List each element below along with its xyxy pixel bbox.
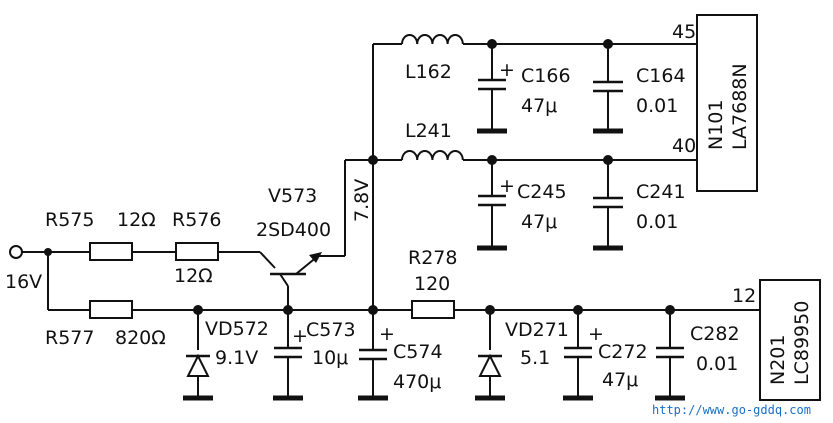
c272-label: C272 <box>598 341 648 363</box>
resistor-r575: R575 12Ω <box>45 209 176 261</box>
diode-vd271: VD271 5.1 <box>475 305 569 401</box>
l241-label: L241 <box>405 120 452 142</box>
capacitor-c574: + C574 470μ <box>358 305 443 401</box>
svg-text:+: + <box>292 325 308 347</box>
diode-vd572: VD572 9.1V <box>183 305 269 401</box>
c245-label: C245 <box>517 181 567 203</box>
capacitor-c166: + C166 47μ <box>477 39 571 134</box>
vd271-label: VD271 <box>505 319 569 341</box>
capacitor-c245: + C245 47μ <box>477 155 567 251</box>
watermark: http://www.go-gddq.com <box>652 403 811 417</box>
r575-label: R575 <box>45 209 94 231</box>
transistor-v573: V573 2SD400 <box>256 159 373 310</box>
capacitor-c282: C282 0.01 <box>655 305 740 401</box>
svg-text:7.8V: 7.8V <box>351 179 373 222</box>
capacitor-c241: C241 0.01 <box>593 155 686 251</box>
resistor-r576: R576 12Ω <box>172 209 260 287</box>
svg-text:+: + <box>379 323 395 345</box>
rail-pin40 <box>368 155 697 310</box>
rail-pin45 <box>372 43 697 160</box>
v573-part: 2SD400 <box>256 219 331 241</box>
vd572-value: 9.1V <box>215 347 258 369</box>
c164-label: C164 <box>636 65 686 87</box>
r575-value: 12Ω <box>117 209 156 231</box>
c282-value: 0.01 <box>696 353 738 375</box>
l162-label: L162 <box>405 61 452 83</box>
r576-value: 12Ω <box>174 265 213 287</box>
input-voltage: 16V <box>5 271 42 293</box>
n201-pin-12: 12 <box>732 285 756 307</box>
c282-label: C282 <box>690 323 740 345</box>
r577-value: 820Ω <box>115 327 166 349</box>
vd271-value: 5.1 <box>520 347 550 369</box>
n101-ref: N101 <box>705 100 727 150</box>
c166-label: C166 <box>521 65 571 87</box>
c574-value: 470μ <box>393 371 441 393</box>
input-terminal: 16V <box>5 245 90 311</box>
svg-text:+: + <box>588 323 604 345</box>
c573-label: C573 <box>306 319 356 341</box>
n101-pin-40: 40 <box>672 135 696 157</box>
capacitor-c164: C164 0.01 <box>593 39 686 134</box>
svg-text:+: + <box>499 175 515 197</box>
n101-part: LA7688N <box>729 63 751 150</box>
ic-n101: 45 40 N101 LA7688N <box>672 14 758 192</box>
c272-value: 47μ <box>602 369 638 391</box>
n201-part: LC89950 <box>791 301 813 385</box>
c166-value: 47μ <box>521 95 557 117</box>
ic-n201: 12 N201 LC89950 <box>732 279 821 401</box>
inductor-l162: L162 <box>401 34 464 83</box>
node-voltage-label: 7.8V <box>351 179 373 222</box>
r278-value: 120 <box>414 273 450 295</box>
c574-label: C574 <box>393 341 443 363</box>
svg-text:+: + <box>499 59 515 81</box>
inductor-l241: L241 <box>401 120 464 161</box>
v573-label: V573 <box>268 185 317 207</box>
r278-label: R278 <box>408 247 457 269</box>
r576-label: R576 <box>172 209 221 231</box>
c164-value: 0.01 <box>636 95 678 117</box>
c573-value: 10μ <box>312 347 348 369</box>
n101-pin-45: 45 <box>672 21 696 43</box>
c245-value: 47μ <box>521 211 557 233</box>
capacitor-c272: + C272 47μ <box>563 305 648 401</box>
c241-label: C241 <box>636 181 686 203</box>
r577-label: R577 <box>45 327 94 349</box>
vd572-label: VD572 <box>205 318 269 340</box>
c241-value: 0.01 <box>636 211 678 233</box>
capacitor-c573: + C573 10μ <box>273 305 356 401</box>
n201-ref: N201 <box>767 335 789 385</box>
resistor-r577: R577 820Ω <box>45 300 373 349</box>
resistor-r278: R278 120 <box>373 247 760 319</box>
